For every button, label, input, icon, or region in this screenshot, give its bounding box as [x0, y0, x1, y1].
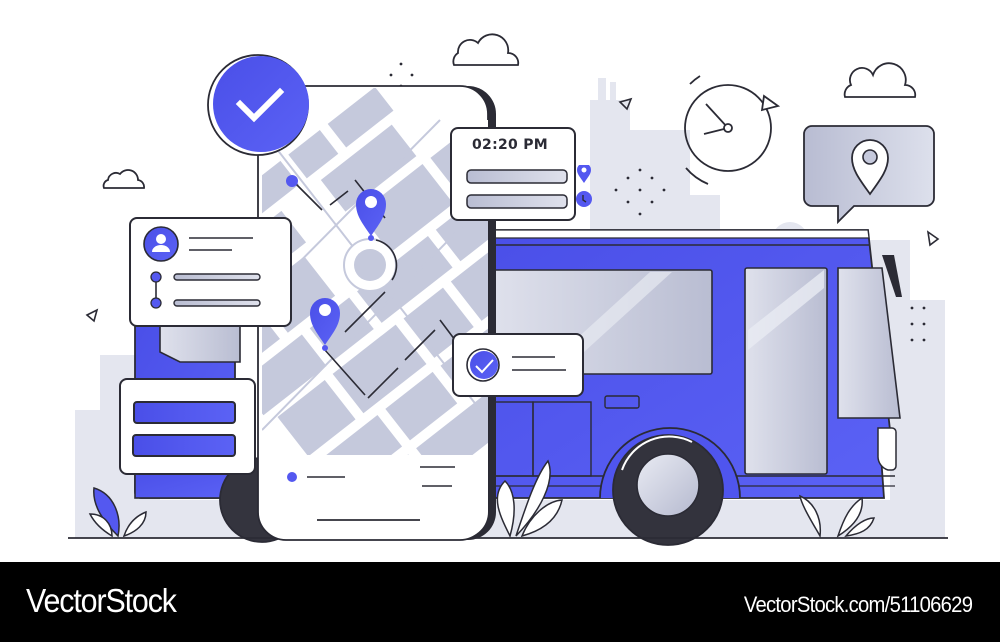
- image-url: VectorStock.com/51106629: [743, 592, 973, 617]
- checkmark-icon: [475, 359, 494, 374]
- plant-icon: [496, 459, 876, 539]
- departure-time: 02:20 PM: [472, 137, 549, 153]
- schedule-card-graphics: [466, 169, 568, 209]
- phone-device: [257, 85, 496, 541]
- profile-card-graphics: [143, 226, 261, 309]
- clock-icon: [576, 191, 592, 207]
- watermark-footer: VectorStock VectorStock.com/51106629: [0, 562, 1000, 642]
- checkmark-icon: [235, 87, 285, 123]
- user-avatar-icon: [143, 226, 179, 262]
- location-pin-icon: [851, 139, 889, 196]
- route-start-dot: [286, 175, 298, 187]
- clock-refresh-icon: [684, 75, 781, 185]
- bus-door: [744, 267, 828, 475]
- bus-windshield: [837, 267, 901, 419]
- bus-front-wheel: [612, 434, 724, 546]
- cloud-icon: [102, 33, 917, 189]
- location-pin-icon: [310, 298, 340, 351]
- confirm-card: [452, 333, 584, 397]
- decor-triangles: [85, 97, 940, 323]
- location-pin-icon: [577, 165, 591, 183]
- location-pin-icon: [356, 189, 386, 241]
- confirm-card-graphics: [466, 348, 566, 382]
- illustration-canvas: [68, 33, 948, 546]
- secondary-bar-button[interactable]: [132, 434, 236, 457]
- brand-logo: VectorStock: [26, 582, 177, 619]
- plant-blue-icon: [88, 487, 147, 538]
- primary-bar-button[interactable]: [133, 401, 236, 424]
- route-dots-icon: [150, 271, 162, 309]
- map-view: [262, 88, 488, 538]
- illustration-scene: 02:20 PM: [68, 33, 948, 546]
- list-dot: [287, 472, 297, 482]
- schedule-card: 02:20 PM: [450, 127, 592, 221]
- action-card: [119, 378, 256, 475]
- check-badge: [207, 54, 309, 156]
- profile-card: [129, 217, 292, 327]
- location-speech-bubble: [803, 125, 935, 225]
